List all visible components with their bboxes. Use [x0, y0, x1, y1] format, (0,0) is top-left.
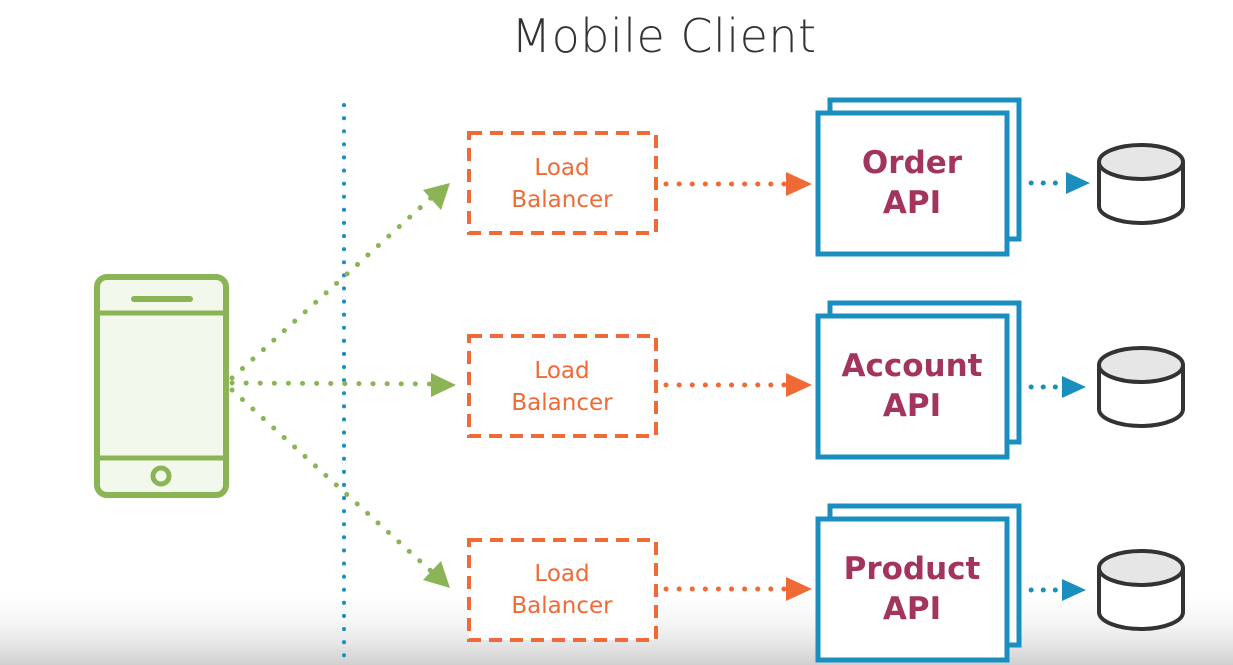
- lb-arrow-head: [786, 577, 812, 601]
- database-top: [1097, 549, 1185, 587]
- api-label-line2: API: [883, 185, 941, 221]
- db-arrow-head: [1066, 172, 1090, 194]
- client-arrow-line-top: [229, 194, 435, 381]
- api-service: Product API: [815, 503, 1022, 663]
- load-balancer-label-line1: Load: [534, 155, 589, 181]
- load-balancer-box: [467, 538, 658, 642]
- api-label-line2: API: [883, 591, 941, 627]
- phone-body: [94, 274, 229, 498]
- load-balancer: Load Balancer: [467, 538, 658, 642]
- client-arrow-head-middle: [431, 373, 456, 397]
- api-service: Account API: [815, 300, 1022, 460]
- client-arrow-line-middle: [229, 380, 435, 387]
- load-balancer-label-line2: Balancer: [511, 390, 613, 416]
- load-balancer-label-line1: Load: [534, 358, 589, 384]
- lb-arrow-head: [786, 373, 812, 397]
- api-label-line1: Product: [844, 551, 981, 587]
- api-label-line1: Order: [862, 145, 963, 181]
- api-box: [815, 110, 1010, 257]
- database-top: [1097, 143, 1185, 181]
- db-arrow-head: [1062, 579, 1086, 601]
- api-service: Order API: [815, 97, 1022, 257]
- database-icon: [1097, 346, 1185, 428]
- client-arrow-head-top: [423, 183, 450, 210]
- load-balancer: Load Balancer: [467, 334, 658, 438]
- diagram-title: Mobile Client: [511, 9, 816, 63]
- mobile-phone-icon: [94, 274, 229, 498]
- load-balancer-box: [467, 131, 658, 235]
- api-label-line2: API: [883, 388, 941, 424]
- client-arrow-head-bottom: [423, 561, 450, 588]
- database-icon: [1097, 143, 1185, 225]
- db-arrow-head: [1062, 376, 1086, 398]
- database-icon: [1097, 549, 1185, 631]
- client-arrow-line-bottom: [229, 387, 435, 575]
- api-box: [815, 516, 1010, 663]
- lb-to-api-arrows: [663, 172, 812, 601]
- load-balancer: Load Balancer: [467, 131, 658, 235]
- api-to-db-arrows: [1016, 172, 1090, 601]
- lb-arrow-head: [786, 172, 812, 196]
- api-box: [815, 313, 1010, 460]
- load-balancer-label-line1: Load: [534, 561, 589, 587]
- load-balancer-label-line2: Balancer: [511, 593, 613, 619]
- client-to-lb-arrows: [229, 183, 456, 588]
- phone-home-button: [150, 465, 172, 487]
- database-top: [1097, 346, 1185, 384]
- api-label-line1: Account: [842, 348, 983, 384]
- load-balancer-label-line2: Balancer: [511, 187, 613, 213]
- load-balancer-box: [467, 334, 658, 438]
